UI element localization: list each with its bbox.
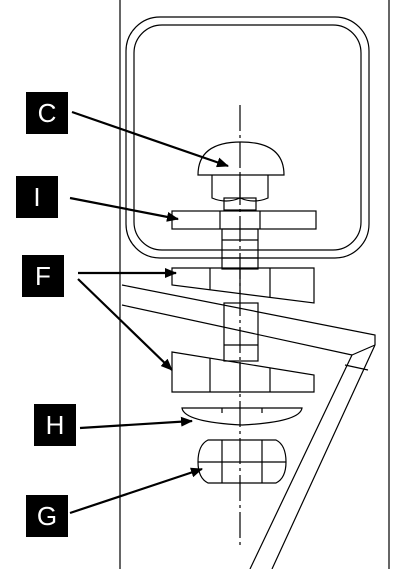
part-c-dome-head: [197, 141, 285, 176]
bolt-shank-lower: [223, 302, 259, 362]
part-h-curved-washer: [181, 407, 303, 426]
u-bolt-inner: [133, 24, 362, 251]
diagonal-strut: [249, 344, 376, 569]
u-bolt-outer: [125, 16, 370, 259]
arrow-i: [69, 196, 179, 222]
label-c: C: [26, 92, 68, 134]
bolt-shank-upper: [223, 197, 257, 211]
label-g: G: [26, 495, 68, 537]
arrow-g: [69, 467, 203, 515]
part-f-upper-spacer: [171, 267, 315, 304]
label-h: H: [34, 404, 76, 446]
beam-end: [351, 344, 376, 356]
arrow-c: [71, 110, 229, 168]
part-h-notch: [221, 408, 263, 413]
part-g-hex-nut: [197, 439, 287, 484]
arrow-f-lower: [77, 278, 173, 371]
part-i-plate: [171, 210, 317, 230]
sloped-beam: [121, 284, 376, 356]
arrow-h: [79, 416, 193, 430]
part-f-lower-spacer: [171, 351, 315, 393]
label-i: I: [16, 176, 58, 218]
label-f: F: [22, 255, 64, 297]
